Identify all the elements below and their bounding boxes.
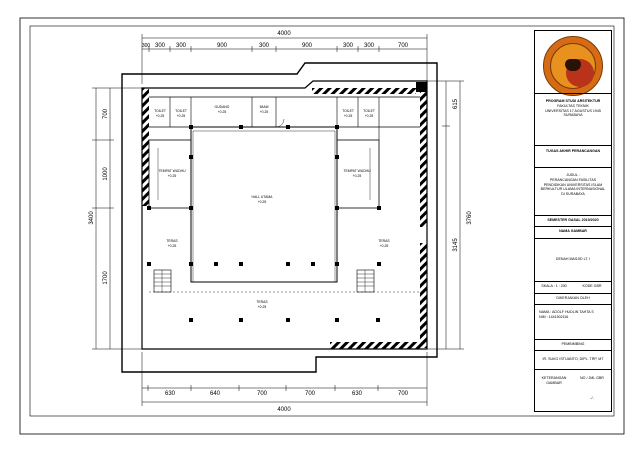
dim-bottom-seg: 640 [210, 391, 221, 397]
drawing-name-label: NAMA GAMBAR [535, 226, 611, 236]
room-level: +0.25 [353, 174, 362, 178]
dim-right-top: 615 [453, 98, 459, 109]
program-text: PROGRAM STUDI ARSITEKTUR [545, 99, 601, 103]
dim-bottom-total: 4000 [277, 407, 291, 413]
dim-bottom-seg: 630 [352, 391, 363, 397]
stair-left [153, 269, 172, 293]
room-level: +0.25 [156, 114, 165, 118]
notes-label: KETERANGAN GAMBAR [541, 376, 567, 385]
room-level: +0.25 [177, 114, 186, 118]
dim-top-seg: 900 [302, 43, 313, 49]
dim-top-seg: 300 [176, 43, 187, 49]
room-level: +0.25 [260, 110, 269, 114]
judul-line: DI SURABAYA [561, 192, 585, 197]
column-grid [147, 125, 381, 322]
faculty-text: FAKULTAS TEKNIK [557, 103, 589, 108]
room-level: +0.25 [168, 244, 177, 248]
institution-block: PROGRAM STUDI ARSITEKTUR FAKULTAS TEKNIK… [535, 93, 611, 133]
task-text: TUGAS AKHIR PERANCANGAN [535, 145, 611, 157]
room-label: TOILET [154, 109, 166, 113]
hall-inner-line [192, 130, 336, 283]
room-level: +0.25 [258, 200, 267, 204]
judul-line: BERKULTUR ULAMA INTERNASIONAL [540, 187, 606, 192]
dim-left-seg: 700 [103, 108, 109, 119]
sheet-outer-frame [19, 17, 625, 435]
dim-left-total: 3400 [89, 211, 95, 225]
hatch-right-lower [420, 243, 427, 348]
dimension-ticks-bottom [147, 385, 379, 391]
stair-right [356, 269, 375, 293]
dim-bottom-seg: 630 [165, 391, 176, 397]
university-logo [543, 36, 603, 96]
room-label: TEMPAT WUDHU [343, 169, 371, 173]
judul-block: JUDUL : PERANCANGAN FASILITAS PENDIDIKAN… [535, 167, 611, 211]
dimension-lines [92, 34, 464, 406]
hatch-top-right [312, 88, 416, 94]
drawn-by-label: DIKERJAKAN OLEH [535, 293, 611, 303]
drawing-name: DENAH MASJID LT. I [535, 238, 611, 280]
dim-top-seg: 300 [364, 43, 375, 49]
dim-bottom-seg: 700 [305, 391, 316, 397]
scale-row: SKALA : 1 : 200 KODE GBR [535, 281, 611, 291]
room-level: +0.25 [168, 174, 177, 178]
room-level: +0.25 [380, 244, 389, 248]
dim-top-total: 4000 [277, 31, 291, 37]
author-name: NAMA : ADOLF HUDLIN TAHTA S [539, 310, 594, 314]
room-level: +0.25 [365, 114, 374, 118]
room-label: IMAM [260, 105, 269, 109]
room-label: TEMPAT WUDHU [158, 169, 186, 173]
dim-top-seg: 300 [259, 43, 270, 49]
supervisor-name: IR. SUKO ISTIJANTO, DIPL. TRP, MT [535, 350, 611, 368]
room-label: TERAS [166, 239, 178, 243]
room-label: TOILET [175, 109, 187, 113]
dim-bottom-seg: 700 [257, 391, 268, 397]
room-level: +0.25 [258, 305, 267, 309]
sheet-no-value: ../.. [589, 395, 595, 400]
room-level: +0.25 [218, 110, 227, 114]
corner-black [416, 82, 427, 92]
judul-line: PERANCANGAN FASILITAS [549, 177, 597, 182]
dimension-ticks-top [148, 46, 380, 52]
dim-right-total: 3760 [467, 211, 473, 225]
room-label: TOILET [342, 109, 354, 113]
room-label: GUDANG [215, 105, 230, 109]
dim-right-inner: 3145 [453, 238, 459, 252]
terrace-outline [121, 62, 438, 373]
dim-left-seg: 1700 [103, 271, 109, 285]
scale-text: SKALA : 1 : 200 [541, 284, 567, 288]
sheet-code: KODE GBR [582, 284, 602, 288]
room-label: TERAS [256, 300, 268, 304]
hall-room [190, 126, 338, 283]
dim-top-seg: 300 [155, 43, 166, 49]
university-text: UNIVERSITAS 17 AGUSTUS 1945 [545, 108, 601, 113]
building-outline [141, 80, 428, 350]
dim-top-seg: 300 [142, 43, 151, 49]
dim-top-seg: 300 [343, 43, 354, 49]
room-label: TOILET [363, 109, 375, 113]
author-block: NAMA : ADOLF HUDLIN TAHTA S NIM : 144150… [535, 304, 611, 328]
hatch-right [420, 92, 427, 227]
judul-line: PENDIDIKAN UNIVERSITAS ISLAM [543, 182, 603, 187]
dim-top-seg: 700 [398, 43, 409, 49]
dim-top-seg: 900 [217, 43, 228, 49]
dim-left-seg: 1000 [103, 167, 109, 181]
sheet-inner-frame [29, 25, 615, 417]
semester-text: SEMESTER GASAL 2019/2020 [535, 215, 611, 225]
hatch-left [142, 88, 149, 206]
supervisor-label: PEMBIMBING [535, 339, 611, 349]
notes-block: KETERANGAN GAMBAR NO / JML GBR ../.. [535, 369, 611, 413]
title-block: PROGRAM STUDI ARSITEKTUR FAKULTAS TEKNIK… [534, 30, 612, 412]
room-level: +0.25 [344, 114, 353, 118]
room-label: TERAS [378, 239, 390, 243]
dim-bottom-seg: 700 [398, 391, 409, 397]
hatch-bottom-right [330, 342, 420, 349]
judul-label: JUDUL : [566, 173, 580, 177]
sheet-no-label: NO / JML GBR [580, 376, 604, 380]
city-text: SURABAYA [563, 113, 583, 118]
author-nim: NIM : 1441502116 [539, 314, 569, 319]
room-label: HALL UTAMA [252, 195, 274, 199]
